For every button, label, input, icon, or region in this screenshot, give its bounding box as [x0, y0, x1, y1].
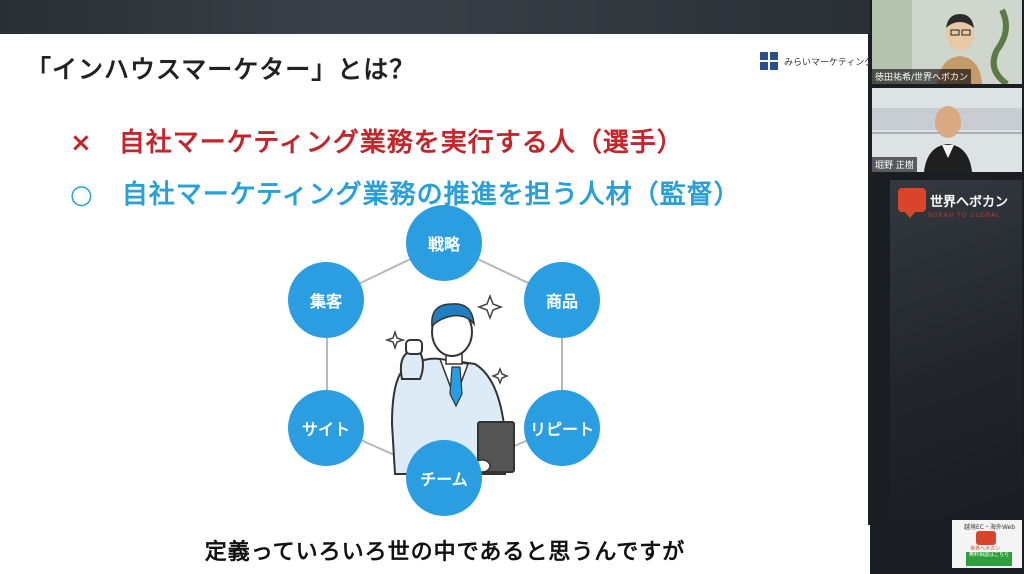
- circle-mark-icon: ○: [70, 180, 94, 210]
- wrong-definition-text: 自社マーケティング業務を実行する人（選手）: [118, 128, 684, 158]
- top-background: [0, 0, 870, 34]
- node-repeat: リピート: [524, 390, 600, 466]
- slide-title: 「インハウスマーケター」とは？: [26, 55, 416, 84]
- presentation-slide: 「インハウスマーケター」とは？ みらいマーケティング本部 × 自社マーケティング業…: [0, 34, 891, 525]
- participant-1-name: 徳田祐希/世界へボカン: [872, 69, 972, 84]
- promo-logo-text: 世界へボカン: [970, 546, 1001, 552]
- brand-banner: 世界へボカン BOKAN TO GLOBAL: [890, 180, 1022, 520]
- logo-mark-icon: [760, 52, 778, 70]
- speech-bubble-logo-icon: [898, 188, 926, 218]
- right-definition: ○ 自社マーケティング業務の推進を担う人材（監督）: [70, 174, 741, 211]
- participant-video-2[interactable]: 堀野 正樹: [872, 88, 1022, 172]
- node-product: 商品: [524, 262, 600, 338]
- promo-top-text: 越境EC・海外Web: [964, 524, 1016, 531]
- node-team: チーム: [406, 440, 482, 516]
- brand-name: 世界へボカン: [930, 194, 1009, 210]
- wrong-definition: × 自社マーケティング業務を実行する人（選手）: [70, 122, 684, 159]
- promo-logo-icon: [976, 531, 996, 545]
- businessman-illustration: [384, 293, 515, 475]
- hexagon-diagram: [326, 241, 563, 479]
- node-strategy: 戦略: [406, 205, 482, 281]
- logo-text: みらいマーケティング本部: [784, 57, 892, 68]
- participant-2-name: 堀野 正樹: [872, 157, 917, 172]
- promo-cta-button[interactable]: 無料相談はこちら: [966, 552, 1012, 566]
- node-site: サイト: [288, 390, 364, 466]
- caption-text: 定義っていろいろ世の中であると思うんですが: [204, 539, 686, 565]
- brand-tagline: BOKAN TO GLOBAL: [928, 212, 1001, 219]
- participant-video-1[interactable]: 徳田祐希/世界へボカン: [872, 0, 1022, 84]
- promo-banner[interactable]: 越境EC・海外Web 世界へボカン 無料相談はこちら: [952, 520, 1022, 568]
- company-logo: みらいマーケティング本部: [760, 52, 891, 70]
- node-acquisition: 集客: [288, 262, 364, 338]
- cross-mark-icon: ×: [70, 128, 93, 158]
- right-definition-text: 自社マーケティング業務の推進を担う人材（監督）: [121, 180, 741, 210]
- subtitle-caption: 定義っていろいろ世の中であると思うんですが: [0, 525, 890, 574]
